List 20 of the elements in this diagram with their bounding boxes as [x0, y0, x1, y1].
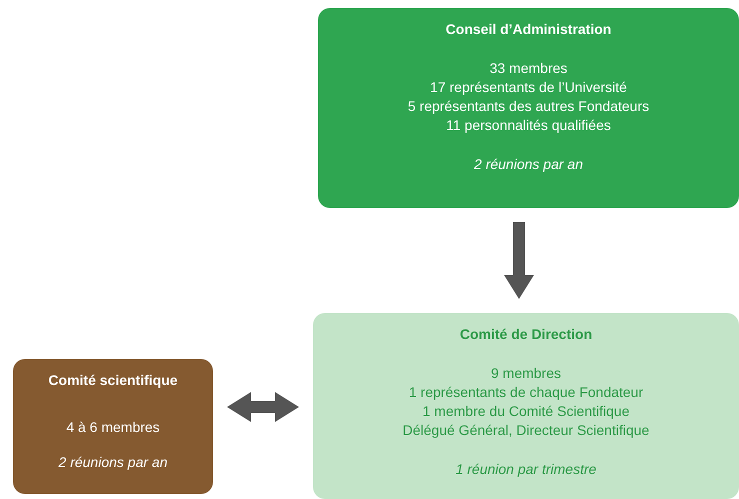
arrow: [227, 392, 299, 422]
arrow: [504, 222, 534, 299]
member-line: 4 à 6 membres: [66, 418, 160, 437]
member-line: 1 membre du Comité Scientifique: [422, 402, 630, 421]
meeting-frequency: 2 réunions par an: [474, 155, 583, 174]
rounded-box: [313, 313, 739, 499]
member-line: 5 représentants des autres Fondateurs: [408, 97, 650, 116]
member-line: 11 personnalités qualifiées: [446, 116, 611, 135]
meeting-frequency: 2 réunions par an: [58, 453, 168, 472]
box-title: Comité de Direction: [460, 325, 592, 344]
meeting-frequency: 1 réunion par trimestre: [456, 460, 596, 479]
box-title: Conseil d’Administration: [446, 20, 612, 39]
member-line: 33 membres: [490, 59, 568, 78]
box-title: Comité scientifique: [48, 371, 178, 390]
member-line: 9 membres: [490, 364, 562, 383]
member-line: Délégué Général, Directeur Scientifique: [402, 421, 650, 440]
rounded-box: [318, 8, 739, 208]
member-line: 1 représentants de chaque Fondateur: [408, 383, 644, 402]
member-line: 17 représentants de l’Université: [430, 78, 627, 97]
rounded-box: [13, 359, 213, 494]
